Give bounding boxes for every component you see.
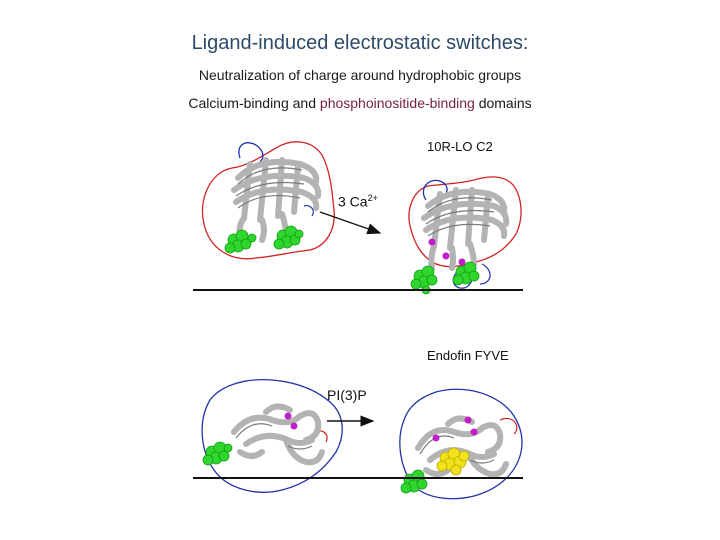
pi3p-ligand [436,447,470,476]
pi3p-arrow-label: PI(3)P [327,387,367,403]
beta-sandwich [421,187,510,271]
beta-sandwich-shadow [235,167,305,209]
hydrophobic-residues [400,469,428,494]
calcium-arrow-label: 3 Ca2+ [338,193,378,210]
negative-field-contour [499,417,518,435]
c2-domain-label: 10R-LO C2 [427,139,493,154]
c2-domain-before [201,141,335,260]
subtitle-domains-part3: domains [474,95,532,111]
positive-field-contour [238,142,264,163]
ca-binding-arrow [319,211,382,235]
fyve-domain-after [399,388,523,500]
c2-domain-after [408,176,522,295]
beta-sandwich-shadow [425,197,495,237]
zinc-ions [284,412,298,430]
fyve-backbone-shadow [235,423,313,450]
calcium-charge-superscript: 2+ [367,193,378,203]
subtitle-domains-part1: Calcium-binding and [188,95,320,111]
slide-title: Ligand-induced electrostatic switches: [191,32,529,54]
fyve-domain-before [201,378,343,493]
positive-field-contour [201,378,343,493]
hydrophobic-residues [224,225,304,254]
beta-sandwich [231,157,322,243]
hydrophobic-residues [202,441,233,466]
subtitle-neutralization: Neutralization of charge around hydropho… [198,67,522,83]
zinc-ions [432,416,478,442]
positive-field-contour-small [303,205,314,217]
negative-field-contour [201,141,335,260]
fyve-domain-label: Endofin FYVE [427,348,509,363]
subtitle-phosphoinositide: phosphoinositide-binding [319,95,475,111]
fyve-backbone [231,403,325,466]
calcium-ions [428,238,466,266]
subtitle-domains: Calcium-binding and phosphoinositide-bin… [0,95,720,111]
negative-field-contour [408,176,522,268]
positive-field-contour-right [479,263,491,285]
calcium-label-text: 3 Ca [338,193,368,210]
